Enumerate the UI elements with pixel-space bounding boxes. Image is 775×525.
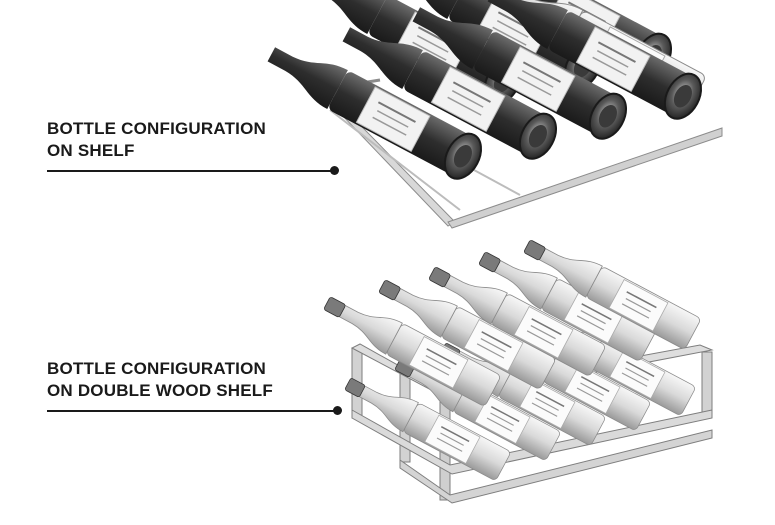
section-1-leader-line bbox=[47, 170, 334, 172]
section-2-leader-line bbox=[47, 410, 337, 412]
section-1-heading: BOTTLE CONFIGURATION ON SHELF bbox=[47, 118, 266, 162]
section-2-leader-dot bbox=[333, 406, 342, 415]
section-2-line-1: BOTTLE CONFIGURATION bbox=[47, 359, 266, 378]
section-2-heading: BOTTLE CONFIGURATION ON DOUBLE WOOD SHEL… bbox=[47, 358, 273, 402]
section-1-line-2: ON SHELF bbox=[47, 141, 135, 160]
section-1-leader-dot bbox=[330, 166, 339, 175]
double-wood-shelf-illustration bbox=[317, 229, 714, 504]
section-1-line-1: BOTTLE CONFIGURATION bbox=[47, 119, 266, 138]
section-2-line-2: ON DOUBLE WOOD SHELF bbox=[47, 381, 273, 400]
single-shelf-illustration bbox=[259, 0, 723, 229]
